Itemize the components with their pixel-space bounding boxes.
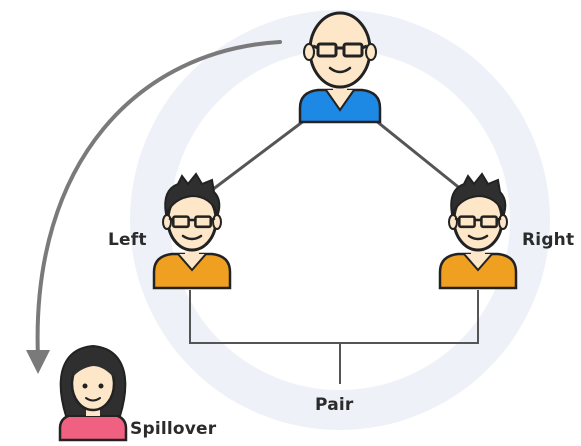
person-right-icon	[438, 172, 518, 290]
connector-top-right	[374, 118, 463, 192]
person-left-icon	[152, 172, 232, 290]
label-spillover: Spillover	[130, 419, 217, 439]
spillover-arrow	[26, 40, 282, 374]
connector-top-left	[211, 118, 306, 192]
person-top-icon	[298, 11, 382, 124]
person-spillover-icon	[58, 344, 128, 442]
label-left: Left	[108, 230, 147, 250]
pair-bracket	[189, 290, 479, 344]
connectors	[189, 118, 479, 384]
arrowhead-icon	[26, 350, 50, 374]
label-pair: Pair	[315, 395, 354, 415]
label-right: Right	[522, 230, 575, 250]
